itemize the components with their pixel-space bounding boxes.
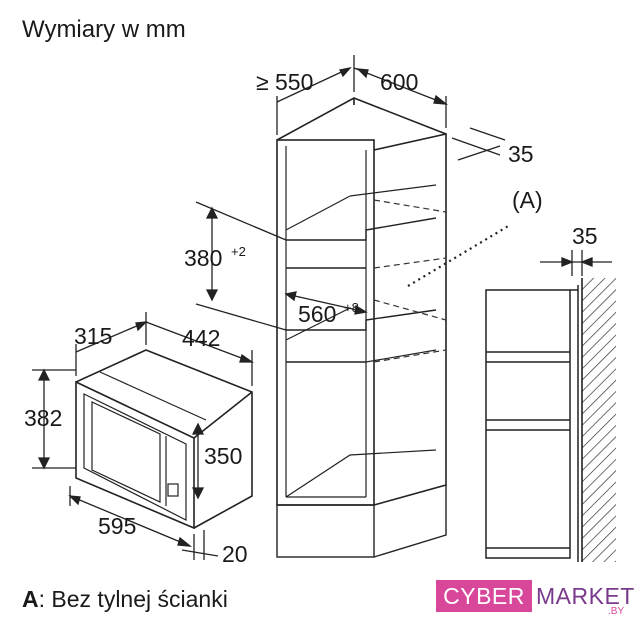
tall-cabinet xyxy=(276,97,447,558)
wall-gap-side-label: 35 xyxy=(572,223,598,249)
mw-depth-label: 315 xyxy=(74,323,112,349)
detail-section xyxy=(485,285,579,562)
detail-leader xyxy=(407,224,511,287)
footnote-key: A xyxy=(22,586,39,612)
cybermarket-logo: CYBER MARKET .BY xyxy=(436,578,634,622)
logo-part-2: MARKET xyxy=(536,583,635,609)
logo-part-1: CYBER xyxy=(436,580,532,612)
cabinet-depth-label: ≥ 550 xyxy=(256,69,313,95)
cabinet-dimension-lines xyxy=(195,55,506,331)
microwave xyxy=(75,349,253,530)
niche-width-tolerance: +8 xyxy=(344,300,359,315)
page-title: Wymiary w mm xyxy=(22,16,186,43)
detail-label: (A) xyxy=(512,187,543,213)
mw-front-width-label: 595 xyxy=(98,513,136,539)
mw-inner-height-label: 350 xyxy=(204,443,242,469)
footnote-text: : Bez tylnej ścianki xyxy=(38,586,228,612)
mw-height-label: 382 xyxy=(24,405,62,431)
logo-suffix: .BY xyxy=(608,606,625,617)
niche-height-tolerance: +2 xyxy=(231,244,246,259)
niche-width-label: 560 xyxy=(298,301,336,327)
hidden-lines xyxy=(373,134,447,485)
wall-gap-dimension xyxy=(540,250,612,276)
microwave-dimension-lines xyxy=(32,312,255,560)
wall-gap-top-label: 35 xyxy=(508,141,534,167)
footnote: A: Bez tylnej ścianki xyxy=(22,586,228,613)
wall-hatch xyxy=(582,278,616,562)
niche-height-label: 380 xyxy=(184,245,222,271)
mw-front-depth-label: 20 xyxy=(222,541,248,567)
mw-width-label: 442 xyxy=(182,325,220,351)
cabinet-width-label: 600 xyxy=(380,69,418,95)
